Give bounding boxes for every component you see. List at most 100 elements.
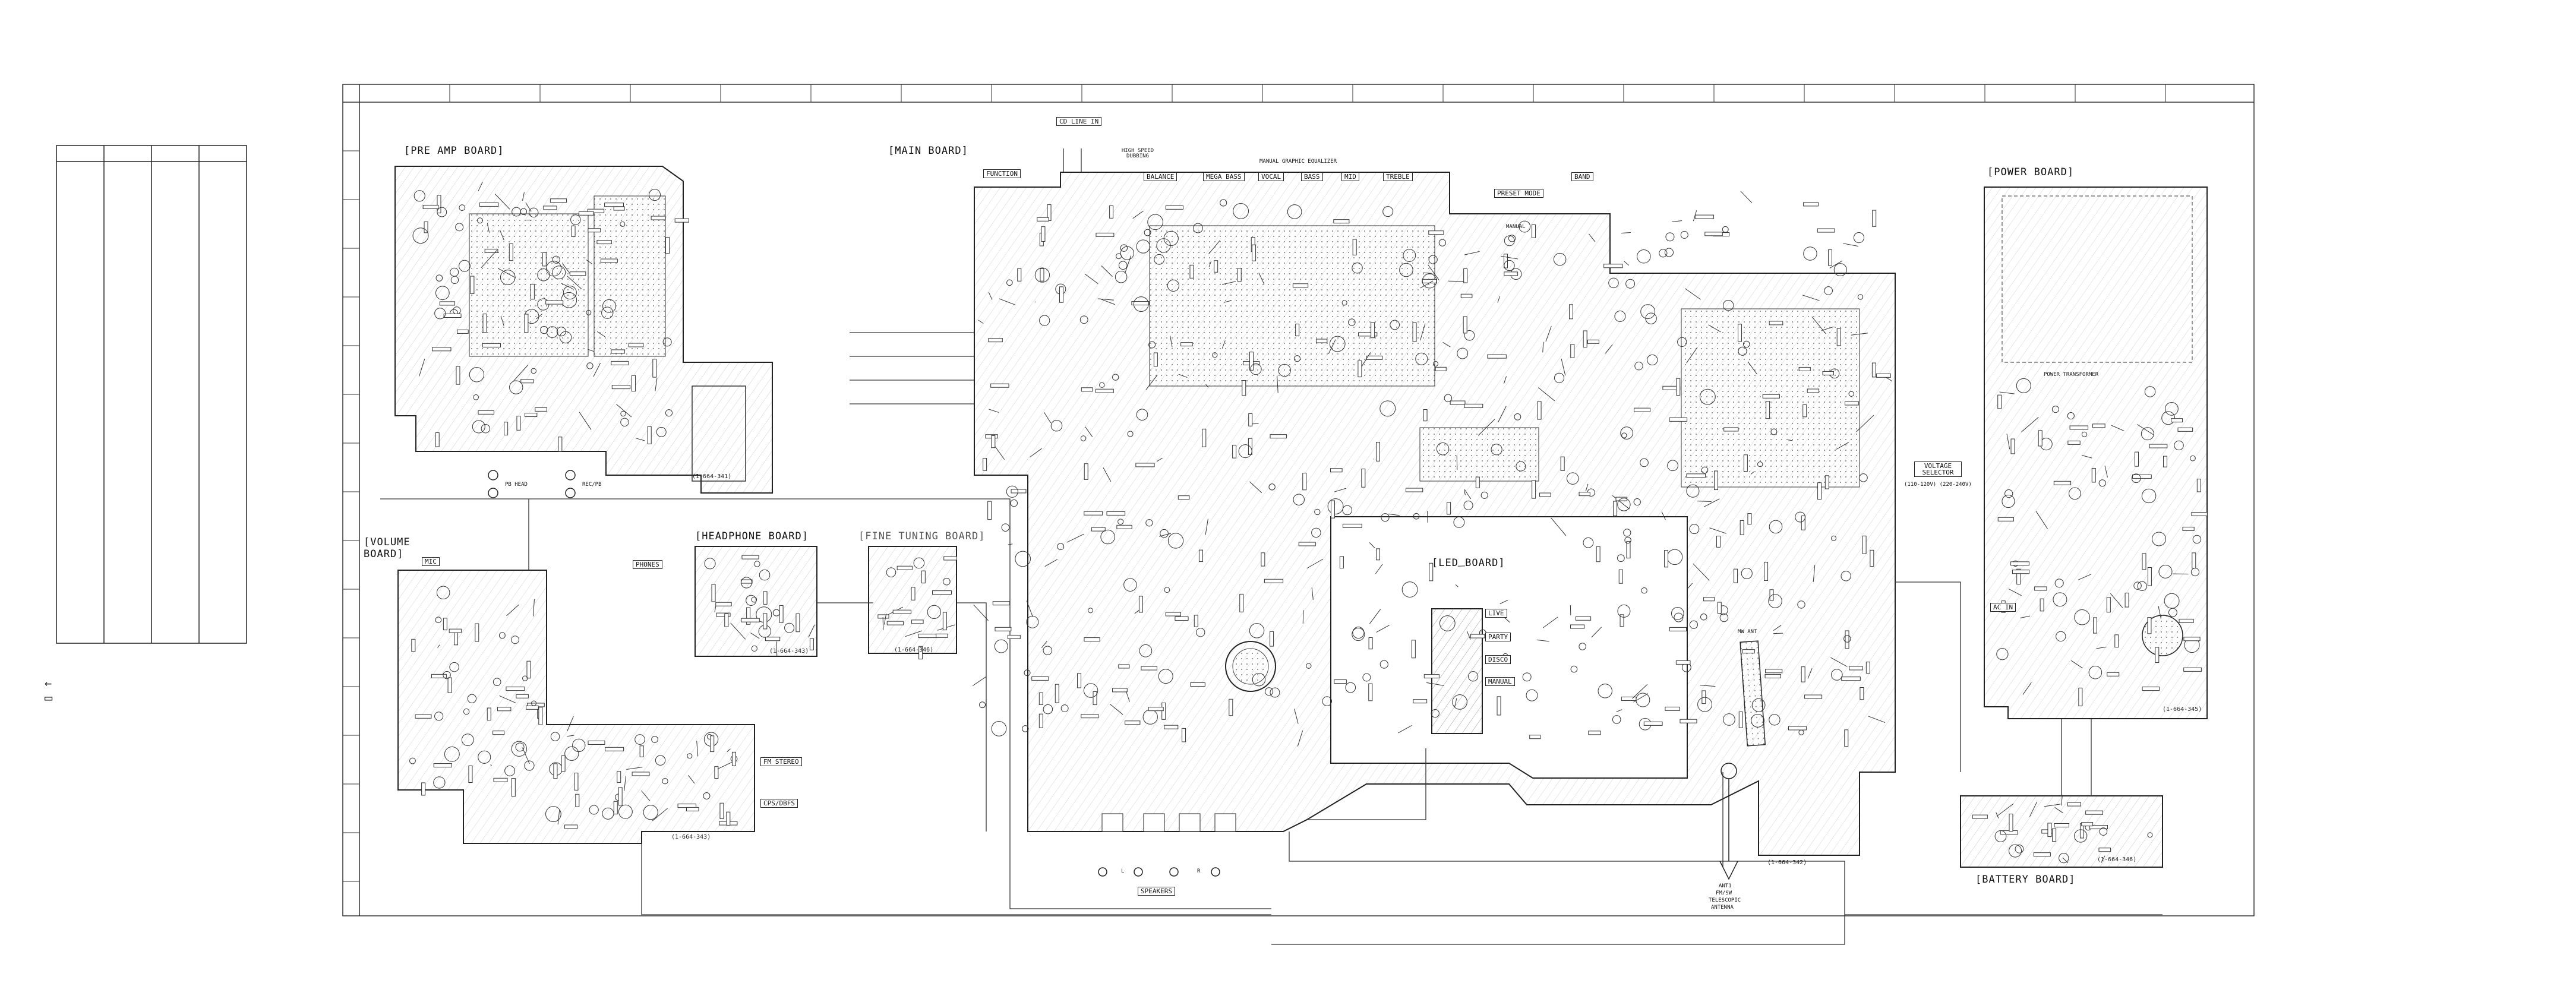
component-mark	[1626, 540, 1631, 559]
component-mark	[1997, 517, 2014, 521]
component-mark	[1821, 326, 1834, 331]
component-mark	[2092, 617, 2097, 634]
component-mark	[1740, 520, 1744, 535]
component-mark	[2009, 813, 2013, 832]
component-mark	[1769, 520, 1783, 534]
component-mark	[1468, 671, 1479, 682]
component-mark	[1001, 523, 1010, 532]
component-mark	[1010, 499, 1018, 507]
component-mark	[2061, 795, 2063, 806]
component-mark	[1202, 428, 1207, 447]
component-mark	[1154, 254, 1165, 265]
component-mark	[1801, 666, 1805, 682]
power-board-title: [POWER BOARD]	[1987, 166, 2075, 178]
component-mark	[540, 325, 548, 334]
power-board-outline	[1984, 186, 2208, 719]
pre-amp-board-title: [PRE AMP BOARD]	[404, 145, 504, 157]
component-mark	[1647, 354, 1658, 366]
component-mark	[896, 565, 913, 570]
component-mark	[1551, 517, 1567, 536]
component-mark	[1625, 279, 1636, 289]
component-mark	[545, 300, 564, 305]
component-mark	[538, 707, 543, 725]
component-mark	[2132, 474, 2152, 479]
component-mark	[1080, 435, 1087, 441]
component-mark	[586, 260, 592, 264]
component-mark	[478, 750, 491, 764]
component-mark	[1278, 363, 1291, 377]
component-mark	[504, 765, 516, 776]
component-mark	[455, 223, 464, 232]
component-mark	[1268, 483, 1276, 491]
component-mark	[1034, 267, 1050, 283]
sheet-frame	[342, 84, 2255, 916]
component-mark	[2141, 488, 2157, 504]
component-mark	[1264, 578, 1284, 583]
component-mark	[605, 747, 624, 751]
component-mark	[515, 742, 525, 752]
component-mark	[1522, 672, 1532, 682]
component-mark	[1220, 199, 1227, 207]
component-mark	[1797, 600, 1805, 609]
component-mark	[1848, 391, 1854, 397]
component-mark	[1060, 704, 1069, 713]
component-mark	[2033, 852, 2051, 857]
component-mark	[1676, 378, 1681, 396]
component-mark	[1614, 310, 1626, 322]
component-mark	[2134, 451, 2139, 467]
component-mark	[1084, 463, 1088, 480]
component-mark	[2081, 431, 2088, 438]
component-mark	[1700, 685, 1716, 687]
component-mark	[1807, 388, 1820, 393]
component-mark	[632, 772, 650, 776]
component-mark	[1426, 682, 1444, 686]
component-mark	[1542, 617, 1558, 628]
function-label: FUNCTION	[983, 169, 1021, 178]
component-mark	[467, 694, 477, 703]
main-board-title: [MAIN BOARD]	[888, 145, 968, 157]
component-mark	[1057, 543, 1065, 551]
component-mark	[1109, 703, 1123, 715]
component-mark	[2171, 418, 2183, 423]
component-mark	[545, 806, 561, 823]
component-mark	[1148, 341, 1156, 349]
component-mark	[497, 707, 512, 712]
component-mark	[1277, 375, 1278, 393]
pb-head-label: PB HEAD	[505, 482, 528, 488]
component-mark	[993, 444, 1005, 460]
component-mark	[1041, 641, 1047, 648]
component-mark	[2137, 581, 2147, 592]
component-mark	[479, 202, 499, 207]
component-mark	[620, 221, 626, 227]
component-mark	[639, 745, 644, 757]
component-mark	[1190, 682, 1205, 687]
component-mark	[1798, 366, 1811, 371]
component-mark	[1697, 697, 1713, 712]
component-mark	[1677, 337, 1687, 347]
component-mark	[1327, 498, 1344, 514]
component-mark	[987, 501, 992, 520]
component-mark	[504, 422, 509, 435]
component-mark	[542, 252, 547, 267]
component-mark	[1714, 470, 1719, 491]
component-mark	[1214, 260, 1218, 273]
component-mark	[746, 607, 751, 625]
component-mark	[487, 223, 490, 233]
component-mark	[2161, 411, 2176, 425]
antenna-label-2: FM/SW	[1716, 890, 1732, 896]
component-mark	[2182, 526, 2195, 531]
component-mark	[2021, 416, 2039, 432]
component-mark	[1811, 316, 1826, 334]
component-mark	[1339, 556, 1344, 569]
component-mark	[1773, 625, 1782, 631]
component-mark	[1588, 731, 1601, 735]
speakers-label: SPEAKERS	[1138, 887, 1175, 896]
component-mark	[2012, 570, 2030, 574]
component-mark	[618, 787, 623, 806]
component-mark	[1422, 273, 1437, 289]
component-mark	[1450, 400, 1466, 405]
component-mark	[1463, 316, 1467, 334]
component-mark	[647, 426, 652, 444]
component-mark	[1633, 498, 1641, 506]
component-mark	[1568, 304, 1573, 320]
